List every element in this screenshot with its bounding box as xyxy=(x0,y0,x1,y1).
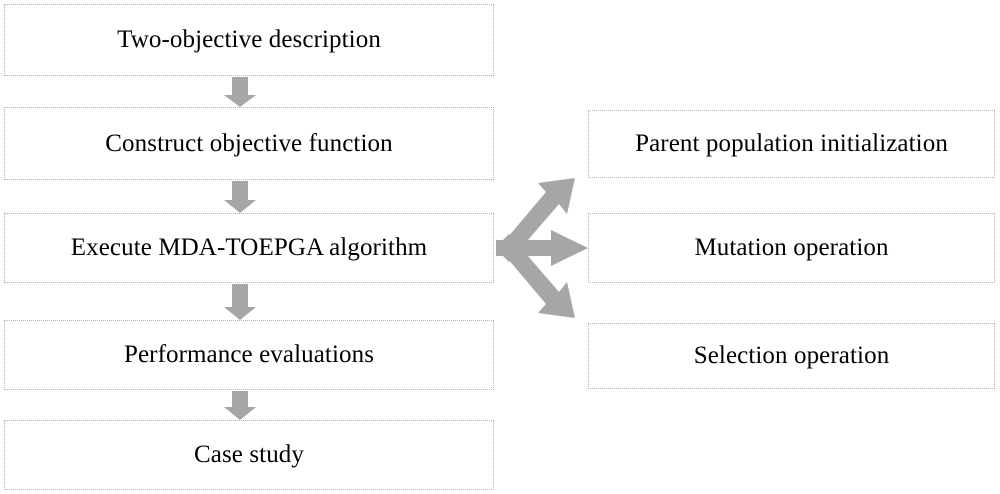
arrow-construct-to-execute xyxy=(224,181,256,213)
node-execute-mda-toepga-algorithm[interactable]: Execute MDA-TOEPGA algorithm xyxy=(4,213,494,283)
arrow-execute-to-selection xyxy=(497,234,575,318)
node-construct-objective-function[interactable]: Construct objective function xyxy=(4,107,494,180)
node-case-study[interactable]: Case study xyxy=(4,420,494,490)
node-parent-population-initialization[interactable]: Parent population initialization xyxy=(588,110,995,178)
arrow-two-objective-to-construct xyxy=(224,77,256,107)
arrow-execute-to-parent-init xyxy=(497,178,575,262)
arrow-execute-to-performance xyxy=(224,284,256,320)
node-two-objective-description[interactable]: Two-objective description xyxy=(4,4,494,76)
node-performance-evaluations[interactable]: Performance evaluations xyxy=(4,320,494,390)
arrow-execute-to-mutation xyxy=(496,230,588,266)
node-selection-operation[interactable]: Selection operation xyxy=(588,323,995,389)
arrow-performance-to-case-study xyxy=(224,391,256,420)
node-mutation-operation[interactable]: Mutation operation xyxy=(588,213,995,283)
